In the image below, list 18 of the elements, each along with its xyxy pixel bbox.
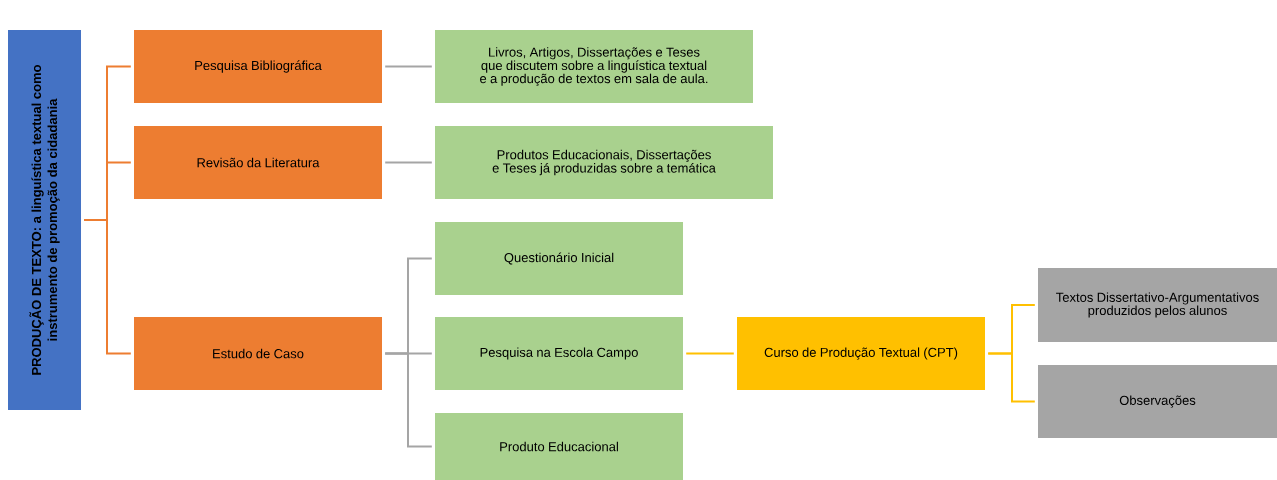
connector-line <box>987 352 1036 403</box>
detail-box: Questionário Inicial <box>435 222 683 295</box>
connector-line <box>384 65 433 68</box>
connector-line <box>685 352 735 355</box>
detail-box: Produtos Educacionais, Dissertações e Teses já produzidas sobre a temática <box>435 126 773 199</box>
result-box: Textos Dissertativo-Argumentativos produzidos pelos alunos <box>1038 268 1277 342</box>
process-box: Revisão da Literatura <box>134 126 382 199</box>
connector-line <box>83 219 132 355</box>
process-box: Curso de Produção Textual (CPT) <box>737 317 985 390</box>
connector-line <box>384 161 433 164</box>
title-box: PRODUÇÃO DE TEXTO: a linguística textual como instrumento de promoção da cidadania <box>8 30 81 410</box>
connector-line <box>384 352 433 448</box>
result-box: Observações <box>1038 365 1277 438</box>
process-box: Pesquisa Bibliográfica <box>134 30 382 103</box>
detail-box: Pesquisa na Escola Campo <box>435 317 683 390</box>
detail-box: Livros, Artigos, Dissertações e Teses que discutem sobre a linguística textual e a produção de textos em sala de aula. <box>435 30 753 103</box>
detail-box: Produto Educacional <box>435 413 683 480</box>
process-box: Estudo de Caso <box>134 317 382 390</box>
